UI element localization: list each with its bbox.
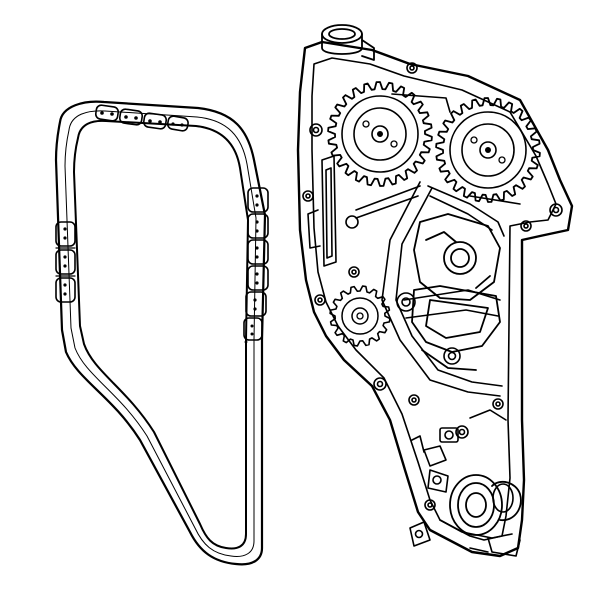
camshaft-sprocket-right bbox=[435, 97, 541, 203]
chain-link-group-top bbox=[94, 104, 189, 132]
sprocket-teeth-idler bbox=[329, 285, 391, 347]
intermediate-sprocket bbox=[329, 285, 391, 347]
sprocket-hub-right bbox=[461, 123, 515, 177]
sprocket-bore-right bbox=[479, 141, 497, 159]
sprocket-teeth-left bbox=[327, 81, 433, 187]
sprocket-bore-left bbox=[371, 125, 389, 143]
chain-rivets-left bbox=[63, 227, 67, 296]
sprocket-rim-right bbox=[449, 111, 527, 189]
engine-front-cover bbox=[296, 24, 574, 558]
chain-inner-edge bbox=[73, 119, 249, 550]
chain-link-group-left bbox=[55, 221, 76, 303]
oil-fill-neck bbox=[321, 24, 375, 61]
chain-rivets-right bbox=[244, 194, 259, 344]
chain-link-group-right bbox=[243, 187, 269, 341]
chain-rivets-top bbox=[100, 111, 184, 127]
camshaft-sprocket-left bbox=[327, 81, 433, 187]
cover-outer-edge bbox=[296, 40, 574, 558]
chain-link-dividers-left bbox=[55, 247, 76, 277]
chain-outer-edge bbox=[54, 100, 267, 566]
sprocket-rim-left bbox=[341, 95, 419, 173]
cover-bolt-bosses bbox=[302, 62, 563, 511]
lower-mount-details bbox=[411, 409, 507, 493]
oil-pump-housing bbox=[413, 213, 501, 301]
sprocket-teeth-right bbox=[435, 97, 541, 203]
timing-chain bbox=[54, 100, 269, 566]
bottom-bracket bbox=[409, 519, 521, 557]
sprocket-hub-left bbox=[353, 107, 407, 161]
cover-inner-rim bbox=[311, 57, 557, 541]
chain-pitch-line bbox=[64, 110, 257, 557]
crankshaft-sprocket bbox=[491, 480, 522, 521]
pump-body-lower bbox=[411, 285, 501, 371]
cover-ribs bbox=[355, 93, 521, 397]
cover-side-slot bbox=[307, 155, 337, 267]
